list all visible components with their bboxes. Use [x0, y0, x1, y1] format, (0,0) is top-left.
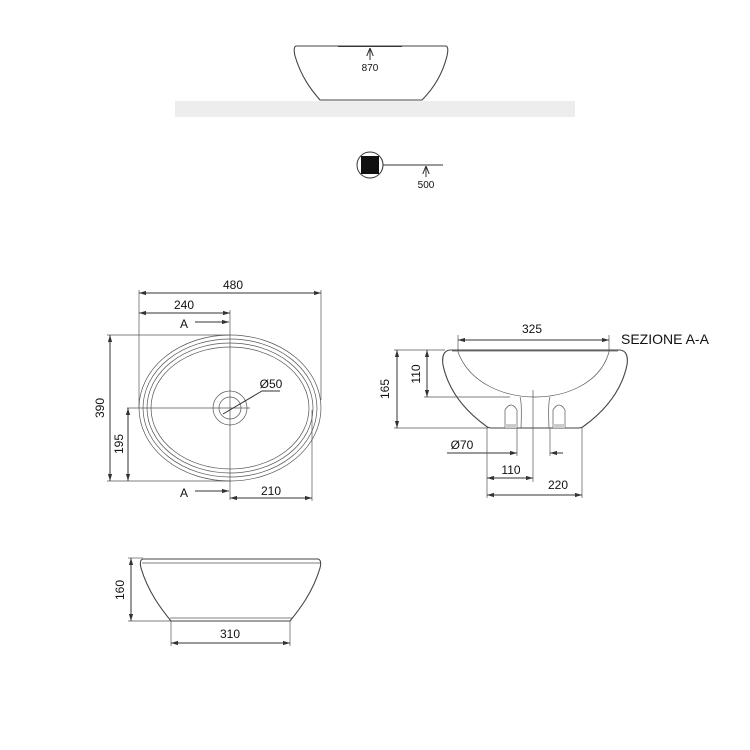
side-base-label: 310 [220, 627, 240, 641]
width-label: 480 [223, 278, 243, 292]
section-marker-top: A [180, 317, 188, 331]
side-view: 160 310 [113, 557, 322, 646]
section-marker-bottom: A [180, 486, 188, 500]
section-title: SEZIONE A-A [621, 331, 710, 347]
basin-side [139, 558, 322, 622]
section-outer [442, 349, 628, 429]
half-base-label: 110 [501, 463, 520, 477]
basin-depth-label: 110 [409, 364, 423, 383]
section-view: 325 SEZIONE A-A 165 110 Ø70 110 220 [378, 322, 710, 498]
side-height-label: 160 [113, 580, 127, 600]
height-label: 870 [362, 63, 379, 74]
trap-label: 500 [418, 180, 435, 191]
installation-elevation: 870 500 [175, 45, 575, 191]
base-label: 220 [548, 478, 568, 492]
outlet-foot [553, 424, 565, 428]
inner-width-label: 325 [522, 322, 542, 336]
total-height-label: 165 [378, 379, 392, 399]
depth-label: 390 [93, 398, 107, 418]
plan-view: 480 240 A A 390 195 210 Ø50 [93, 278, 322, 501]
outlet-foot [505, 424, 517, 428]
half-depth-label: 195 [112, 434, 126, 454]
countertop [175, 101, 575, 117]
drain-label: Ø50 [260, 377, 283, 391]
basin-elevation [293, 45, 449, 101]
half-width-label: 240 [174, 298, 194, 312]
outlet-label: Ø70 [451, 438, 474, 452]
trap-square [361, 156, 379, 174]
offset-label: 210 [261, 484, 281, 498]
